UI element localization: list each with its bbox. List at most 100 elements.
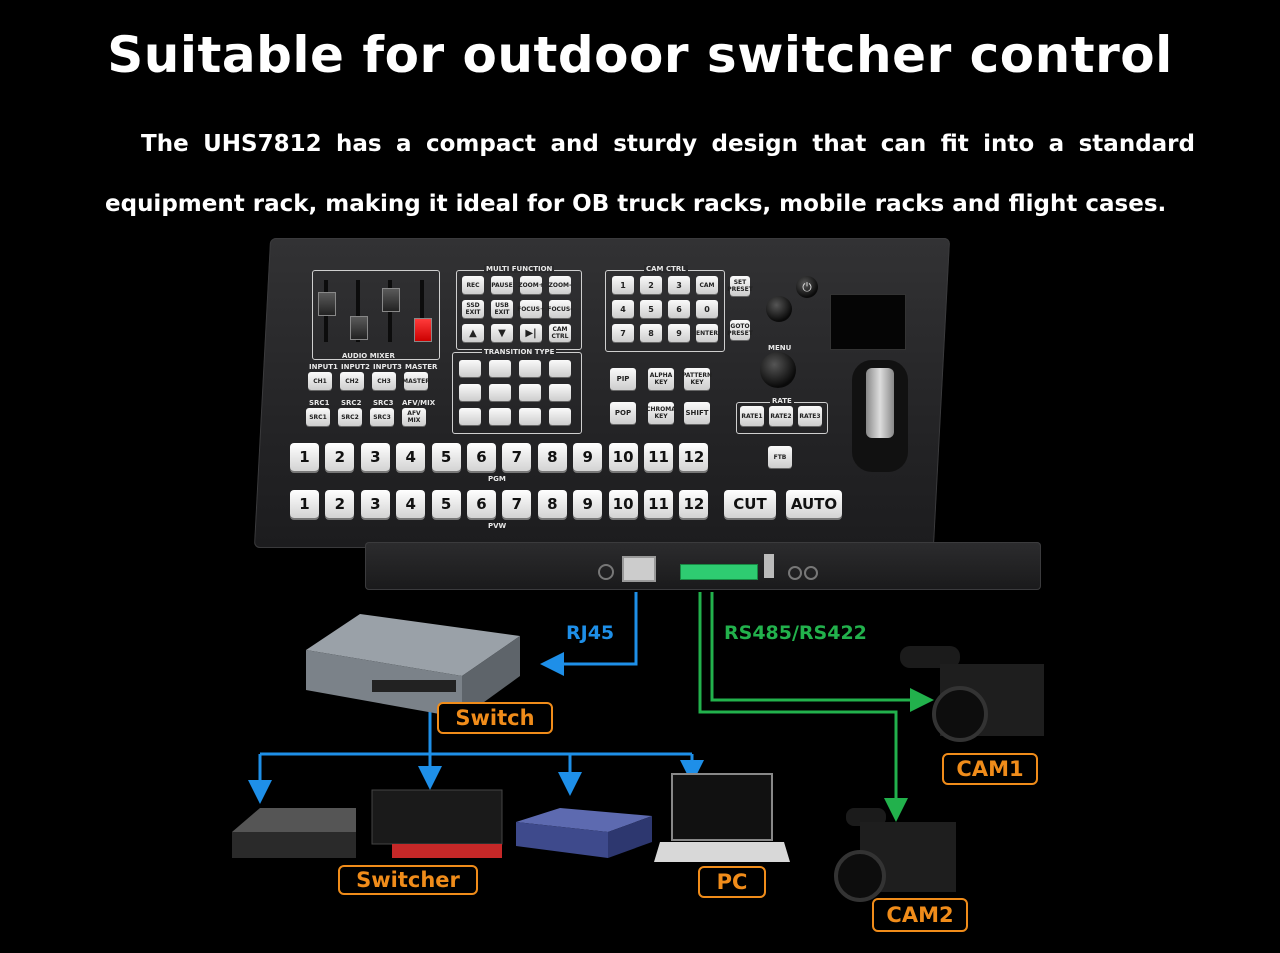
shift-key[interactable]: SHIFT [684,402,710,424]
pvw-key-10[interactable]: 10 [608,490,638,518]
pgm-key-10[interactable]: 10 [608,443,638,471]
transition-key-3[interactable] [519,360,541,377]
pvw-key-7[interactable]: 7 [502,490,532,518]
pgm-key-8[interactable]: 8 [537,443,567,471]
pattern-key-key[interactable]: PATTERN KEY [682,368,712,390]
ftb-key[interactable]: FTB [768,446,792,468]
afv-mix-key[interactable]: AFV MIX [402,408,426,426]
cam-key-5[interactable]: 5 [640,300,662,318]
page-title: Suitable for outdoor switcher control [107,26,1173,84]
transition-key-8[interactable] [549,384,571,401]
src1-key[interactable]: SRC1 [306,408,330,426]
transition-key-11[interactable] [519,408,541,425]
cam-key-7[interactable]: 7 [612,324,634,342]
rs485-label: RS485/RS422 [724,622,867,644]
pvw-key-12[interactable]: 12 [679,490,709,518]
rj45-label: RJ45 [566,622,615,644]
src2-key[interactable]: SRC2 [338,408,362,426]
pvw-key-9[interactable]: 9 [573,490,603,518]
cam-key-8[interactable]: 8 [640,324,662,342]
cam-key-3[interactable]: 3 [668,276,690,294]
transition-key-5[interactable] [459,384,481,401]
pgm-key-1[interactable]: 1 [290,443,319,471]
cam-select-key[interactable]: CAM [696,276,718,294]
fader-3[interactable] [382,288,400,312]
transition-key-2[interactable] [489,360,511,377]
mf-cam-ctrl-key[interactable]: CAM CTRL [549,324,571,342]
audio-ch3-key[interactable]: CH3 [372,372,396,390]
audio-ch2-key[interactable]: CH2 [340,372,364,390]
cam-key-0[interactable]: 0 [696,300,718,318]
cam-key-9[interactable]: 9 [668,324,690,342]
set-preset-key[interactable]: SET PRESET [727,276,753,296]
t-bar-handle[interactable] [866,368,894,438]
audio-ch1-key[interactable]: CH1 [308,372,332,390]
mf-focus-out-key[interactable]: FOCUS- [547,300,573,318]
pvw-key-5[interactable]: 5 [431,490,461,518]
pgm-key-9[interactable]: 9 [573,443,603,471]
pgm-key-11[interactable]: 11 [644,443,673,471]
cam-key-4[interactable]: 4 [612,300,634,318]
rate1-key[interactable]: RATE1 [740,406,764,426]
cut-button[interactable]: CUT [724,490,776,518]
pvw-key-3[interactable]: 3 [360,490,390,518]
menu-knob[interactable] [760,352,796,388]
transition-key-12[interactable] [549,408,571,425]
rate2-key[interactable]: RATE2 [769,406,793,426]
mf-focus-in-key[interactable]: FOCUS+ [517,300,545,318]
input-label-3: INPUT3 [373,363,402,371]
mf-up-key[interactable]: ▲ [462,324,484,342]
mf-pause-key[interactable]: PAUSE [491,276,513,294]
switch-tag: Switch [437,702,553,734]
pgm-key-6[interactable]: 6 [467,443,496,471]
mf-ssd-exit-key[interactable]: SSD EXIT [462,300,484,318]
pgm-key-12[interactable]: 12 [679,443,709,471]
pvw-key-1[interactable]: 1 [290,490,319,518]
fader-2[interactable] [350,316,368,340]
pgm-key-2[interactable]: 2 [325,443,355,471]
cam-key-2[interactable]: 2 [640,276,662,294]
pvw-key-4[interactable]: 4 [396,490,426,518]
goto-preset-key[interactable]: GOTO PRESET [727,320,753,340]
transition-key-6[interactable] [489,384,511,401]
mf-rec-key[interactable]: REC [462,276,484,294]
transition-key-10[interactable] [489,408,511,425]
joystick-knob[interactable] [766,296,792,322]
chroma-key-key[interactable]: CHROMA KEY [646,402,676,424]
mf-down-key[interactable]: ▼ [491,324,513,342]
camera-2-device [834,808,956,902]
pvw-key-8[interactable]: 8 [537,490,567,518]
terminal-block-connector [680,564,758,580]
mf-zoom-out-key[interactable]: ZOOM- [549,276,572,294]
mf-usb-exit-key[interactable]: USB EXIT [491,300,513,318]
transition-key-4[interactable] [549,360,571,377]
pvw-key-11[interactable]: 11 [644,490,673,518]
pvw-key-2[interactable]: 2 [325,490,355,518]
transition-key-7[interactable] [519,384,541,401]
power-button[interactable]: ⏻ [796,276,818,298]
transition-key-9[interactable] [459,408,481,425]
cam-enter-key[interactable]: ENTER [696,324,718,342]
pop-key[interactable]: POP [610,402,636,424]
alpha-key-key[interactable]: ALPHA KEY [648,368,674,390]
auto-button[interactable]: AUTO [786,490,842,518]
cam-key-1[interactable]: 1 [612,276,634,294]
fader-master[interactable] [414,318,432,342]
src3-key[interactable]: SRC3 [370,408,394,426]
mf-next-key[interactable]: ▶| [520,324,542,342]
audio-master-key[interactable]: MASTER [402,372,430,390]
mf-zoom-in-key[interactable]: ZOOM+ [518,276,544,294]
pgm-label: PGM [488,475,506,483]
pgm-key-7[interactable]: 7 [502,443,532,471]
pgm-key-3[interactable]: 3 [360,443,390,471]
pgm-key-4[interactable]: 4 [396,443,426,471]
laptop-device [654,773,790,862]
cam-key-6[interactable]: 6 [668,300,690,318]
pip-key[interactable]: PIP [610,368,636,390]
rate3-key[interactable]: RATE3 [798,406,822,426]
fader-1[interactable] [318,292,336,316]
pgm-key-5[interactable]: 5 [431,443,461,471]
audio-jack-2 [804,566,818,580]
transition-key-1[interactable] [459,360,481,377]
pvw-key-6[interactable]: 6 [467,490,496,518]
